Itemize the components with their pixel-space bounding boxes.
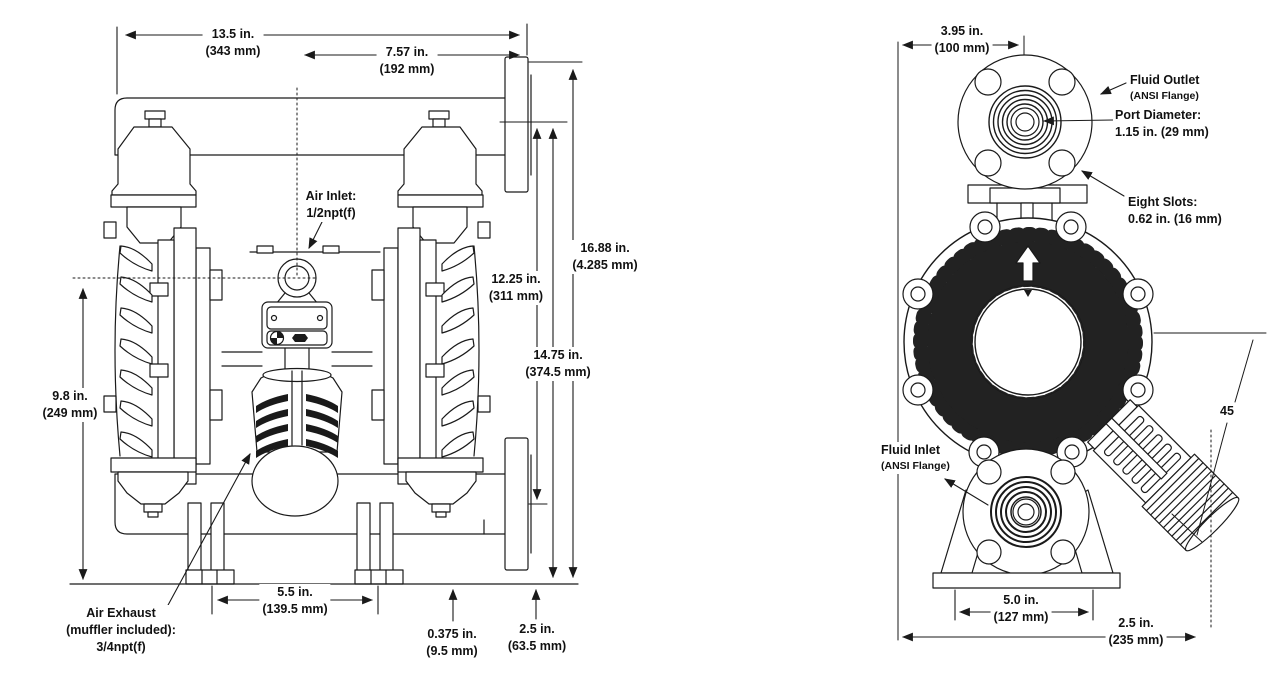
- base-plate: [932, 572, 1121, 589]
- body-bolts: [902, 211, 1154, 468]
- flow-direction-arrow: [1015, 245, 1041, 282]
- centerlines: [72, 87, 316, 279]
- dim-outlet-offset: 7.57 in. (192 mm): [376, 44, 438, 78]
- top-manifold: [114, 97, 507, 156]
- air-inlet-port: [275, 258, 319, 305]
- angle-reference: [1153, 332, 1267, 629]
- inlet-flange: [962, 448, 1090, 576]
- callout-air-inlet: Air Inlet: 1/2npt(f): [302, 188, 360, 222]
- body-hub: [974, 288, 1082, 396]
- air-valve-plate: [261, 301, 333, 349]
- dim-flange-width: 3.95 in. (100 mm): [931, 23, 993, 57]
- dim-foot-width: 5.0 in. (127 mm): [990, 592, 1052, 626]
- callout-fluid-inlet: Fluid Inlet (ANSI Flange): [879, 442, 952, 474]
- muffler-front: [251, 347, 343, 517]
- dim-overall-width: 13.5 in. (343 mm): [202, 26, 264, 60]
- inlet-flange-side: [504, 437, 532, 571]
- muffler-side: [1087, 399, 1240, 552]
- left-diaphragm-chamber: [104, 111, 222, 517]
- dim-muffler-angle: 45: [1217, 403, 1237, 420]
- dim-overall-depth: 2.5 in. (235 mm): [1105, 615, 1167, 649]
- center-air-section: [221, 245, 381, 367]
- right-diaphragm-chamber: [372, 111, 490, 517]
- outlet-flange-side: [504, 56, 532, 193]
- leader-lines: [944, 82, 1127, 506]
- dim-flange-clearance: 2.5 in. (63.5 mm): [504, 621, 570, 655]
- dim-foot-spacing: 5.5 in. (139.5 mm): [259, 584, 331, 618]
- outlet-flange: [957, 35, 1093, 190]
- feet: [185, 502, 404, 585]
- dim-outlet-height: 14.75 in. (374.5 mm): [522, 347, 594, 381]
- dim-inlet-height: 12.25 in. (311 mm): [485, 271, 547, 305]
- pump-body: [902, 211, 1154, 468]
- callout-fluid-outlet: Fluid Outlet (ANSI Flange): [1128, 72, 1202, 104]
- front-view: [69, 23, 583, 622]
- dim-centerline-height: 9.8 in. (249 mm): [39, 388, 101, 422]
- side-view: [897, 35, 1267, 642]
- dim-overall-height: 16.88 in. (4.285 mm): [569, 240, 641, 274]
- callout-air-exhaust: Air Exhaust (muffler included): 3/4npt(f…: [63, 605, 179, 656]
- leader-lines: [166, 219, 324, 608]
- callout-eight-slots: Eight Slots: 0.62 in. (16 mm): [1126, 194, 1224, 228]
- dim-base-thickness: 0.375 in. (9.5 mm): [423, 626, 481, 660]
- callout-port-diameter: Port Diameter: 1.15 in. (29 mm): [1113, 107, 1211, 141]
